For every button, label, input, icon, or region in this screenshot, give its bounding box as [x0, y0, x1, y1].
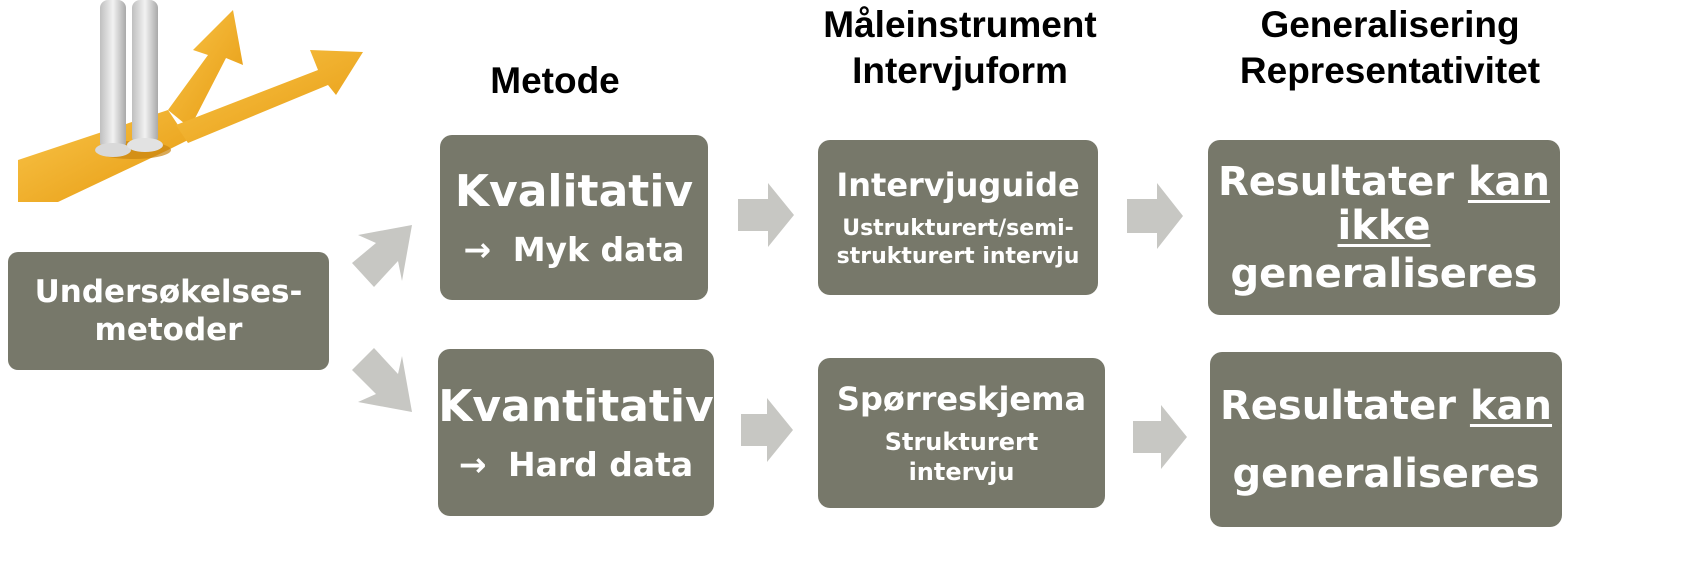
right-arrow-icon: → — [458, 444, 487, 484]
result-bottom-word1: Resultater — [1219, 382, 1456, 429]
intervjuguide-sub-line2: strukturert intervju — [836, 243, 1080, 269]
header-metode-label: Metode — [490, 60, 620, 101]
kvantitativ-data-label: Hard data — [507, 444, 694, 484]
sporreskjema-sub-line1: Strukturert — [884, 428, 1039, 456]
root-box-undersokelsesmetoder: Undersøkelses- metoder — [8, 252, 329, 370]
right-arrow-icon: → — [463, 229, 492, 269]
root-line2: metoder — [94, 312, 243, 348]
box-result-kan: Resultater kan generaliseres — [1210, 352, 1562, 527]
arrow-right-icon — [1133, 405, 1187, 469]
header-maleinstrument-line2: Intervjuform — [852, 50, 1068, 91]
result-top-line2: ikke — [1338, 204, 1431, 248]
arrow-down-right-icon — [352, 348, 412, 412]
result-top-word1: Resultater — [1217, 158, 1454, 205]
intervjuguide-title: Intervjuguide — [836, 165, 1080, 204]
result-top-line3: generaliseres — [1230, 250, 1538, 297]
box-kvalitativ: Kvalitativ → Myk data — [440, 135, 708, 300]
arrow-up-right-icon — [352, 225, 412, 287]
kvalitativ-title: Kvalitativ — [454, 165, 694, 217]
box-kvantitativ: Kvantitativ → Hard data — [438, 349, 714, 516]
header-generalisering-line2: Representativitet — [1239, 50, 1541, 91]
root-line1: Undersøkelses- — [34, 274, 303, 310]
sporreskjema-sub-line2: intervju — [908, 458, 1015, 486]
sporreskjema-title: Spørreskjema — [836, 380, 1087, 418]
intervjuguide-sub-line1: Ustrukturert/semi- — [842, 215, 1074, 241]
box-intervjuguide: Intervjuguide Ustrukturert/semi- struktu… — [818, 140, 1098, 295]
result-bottom-line1: Resultater kan — [1220, 381, 1552, 431]
crossroads-illustration-icon — [18, 0, 368, 202]
kvalitativ-data-label: Myk data — [512, 229, 685, 269]
box-result-kan-ikke: Resultater kan ikke generaliseres — [1208, 140, 1560, 315]
result-top-ikke: ikke — [1337, 202, 1431, 249]
kvantitativ-title: Kvantitativ — [438, 380, 714, 432]
box-sporreskjema: Spørreskjema Strukturert intervju — [818, 358, 1105, 508]
arrow-right-icon — [741, 398, 793, 462]
result-top-kan: kan — [1467, 158, 1551, 205]
header-metode: Metode — [470, 58, 640, 104]
arrow-right-icon — [1127, 183, 1183, 249]
result-top-line1: Resultater kan — [1218, 160, 1550, 204]
header-generalisering: Generalisering Representativitet — [1200, 2, 1580, 94]
kvantitativ-data-row: → Hard data — [459, 443, 693, 487]
arrow-right-icon — [738, 183, 794, 247]
result-bottom-kan: kan — [1469, 382, 1553, 429]
header-maleinstrument-line1: Måleinstrument — [823, 4, 1097, 45]
kvalitativ-data-row: → Myk data — [464, 228, 685, 272]
result-bottom-line2: generaliseres — [1232, 450, 1540, 497]
header-generalisering-line1: Generalisering — [1260, 4, 1520, 45]
header-maleinstrument: Måleinstrument Intervjuform — [780, 2, 1140, 94]
